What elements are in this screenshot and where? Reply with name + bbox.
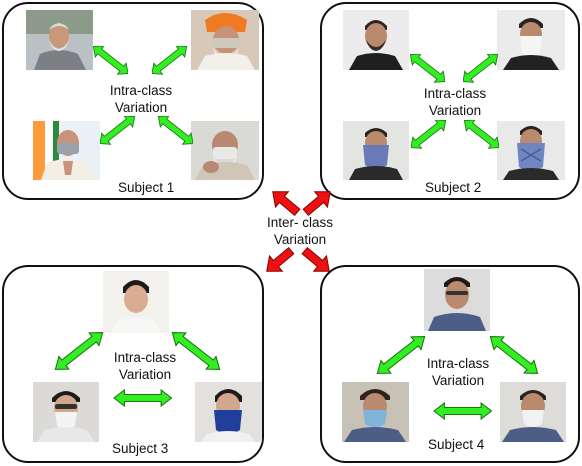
subject-4-intra-line1: Intra-class: [426, 356, 490, 371]
subject-4-intra-label: Intra-class Variation: [418, 355, 498, 389]
subject-2-photo-top-right: [497, 10, 565, 70]
subject-2-intra-label: Intra-class Variation: [415, 85, 495, 119]
subject-4-photo-bottom-right: [500, 382, 566, 442]
subject-3-arrow-left: [49, 328, 109, 374]
subject-1-arrow-bottom-left: [100, 116, 136, 146]
subject-3-photo-bottom-left: [33, 382, 99, 442]
subject-2-photo-bottom-right: [497, 121, 565, 180]
inter-line2: Variation: [273, 232, 327, 247]
subject-2-photo-bottom-left: [343, 121, 409, 180]
subject-1-arrow-top-right: [152, 46, 188, 76]
subject-1-intra-label: Intra-class Variation: [101, 82, 181, 116]
inter-class-label: Inter- class Variation: [254, 214, 346, 248]
subject-1-intra-line2: Variation: [114, 100, 168, 115]
subject-3-intra-label: Intra-class Variation: [105, 349, 185, 383]
subject-3-photo-top: [103, 271, 169, 333]
inter-arrow-up-right: [301, 187, 335, 217]
subject-2-intra-line2: Variation: [428, 103, 482, 118]
subject-3-photo-bottom-right: [195, 382, 262, 442]
inter-arrow-up-left: [268, 187, 302, 217]
subject-2-intra-line1: Intra-class: [423, 86, 487, 101]
subject-4-intra-line2: Variation: [431, 373, 485, 388]
subject-4-arrow-bottom: [433, 402, 493, 420]
subject-1-arrow-top-left: [92, 46, 128, 76]
subject-2-arrow-top-right: [463, 54, 499, 84]
subject-1-photo-top-right: [191, 10, 259, 70]
subject-4-photo-top: [424, 269, 490, 331]
subject-1-label: Subject 1: [118, 180, 175, 195]
subject-2-photo-top-left: [343, 10, 409, 70]
subject-3-label: Subject 3: [112, 441, 169, 456]
subject-3-intra-line2: Variation: [118, 367, 172, 382]
subject-2-arrow-bottom-right: [463, 120, 499, 150]
subject-4-photo-bottom-left: [342, 382, 409, 442]
subject-1-arrow-bottom-right: [157, 116, 193, 146]
subject-1-photo-bottom-left: [33, 121, 100, 180]
subject-2-arrow-top-left: [409, 54, 445, 84]
subject-1-photo-top-left: [26, 10, 93, 70]
subject-2-arrow-bottom-left: [411, 120, 447, 150]
inter-line1: Inter- class: [266, 215, 334, 230]
subject-1-intra-line1: Intra-class: [109, 83, 173, 98]
subject-1-photo-bottom-right: [191, 121, 259, 180]
inter-arrow-down-left: [262, 246, 296, 276]
subject-2-label: Subject 2: [425, 180, 482, 195]
subject-4-label: Subject 4: [428, 437, 485, 452]
subject-3-intra-line1: Intra-class: [113, 350, 177, 365]
subject-3-arrow-bottom: [113, 389, 173, 407]
